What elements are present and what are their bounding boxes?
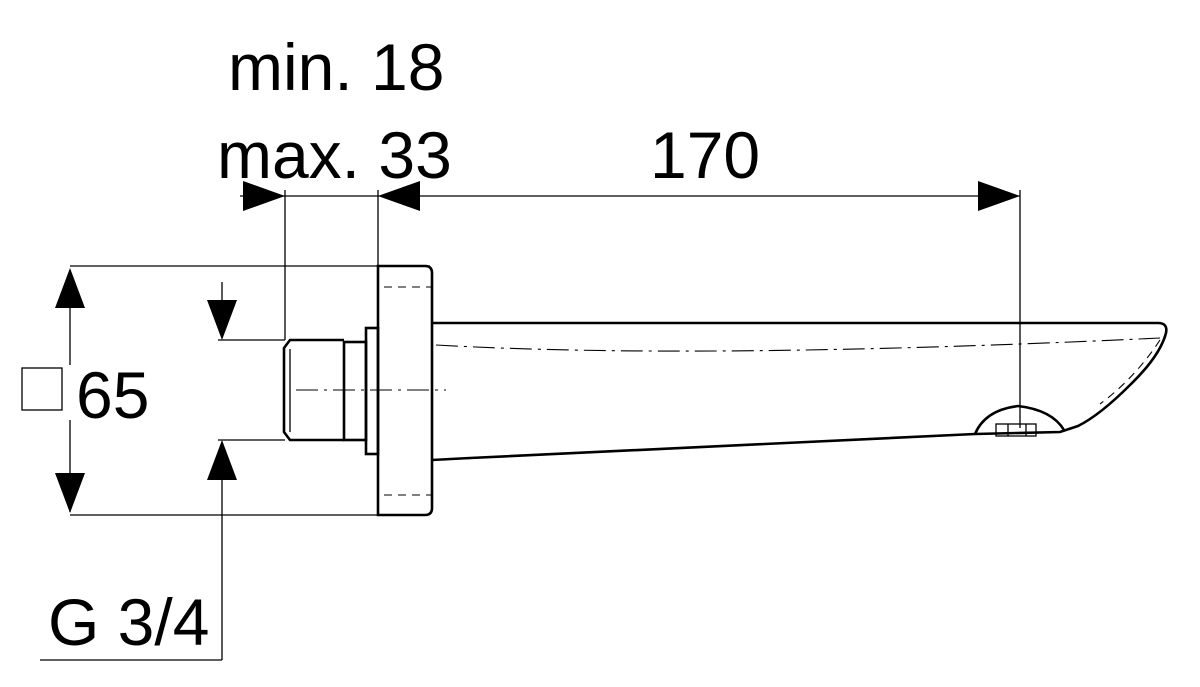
square-icon — [21, 367, 63, 411]
dimension-line-thread — [40, 282, 285, 661]
label-65: 65 — [76, 358, 149, 432]
arrow-right-min-max — [243, 181, 285, 211]
threaded-connector — [282, 326, 380, 456]
rosette — [376, 264, 434, 517]
arrow-up-thread — [207, 440, 237, 480]
arrow-left-min-max — [378, 181, 420, 211]
spout-body — [431, 321, 1168, 462]
arrow-up-65 — [55, 268, 85, 308]
label-max-33: max. 33 — [217, 118, 452, 192]
centerline-spout — [435, 337, 1161, 352]
arrow-down-thread — [207, 300, 237, 340]
spout-bottom-hidden — [461, 457, 481, 460]
aerator — [995, 423, 1037, 437]
arrow-right-170 — [978, 181, 1020, 211]
label-thread: G 3/4 — [48, 585, 209, 659]
arrow-down-65 — [55, 473, 85, 513]
label-170: 170 — [650, 118, 760, 192]
dimension-line-65 — [55, 265, 430, 516]
label-min-18: min. 18 — [228, 30, 444, 104]
dimension-line-top — [240, 181, 1021, 428]
